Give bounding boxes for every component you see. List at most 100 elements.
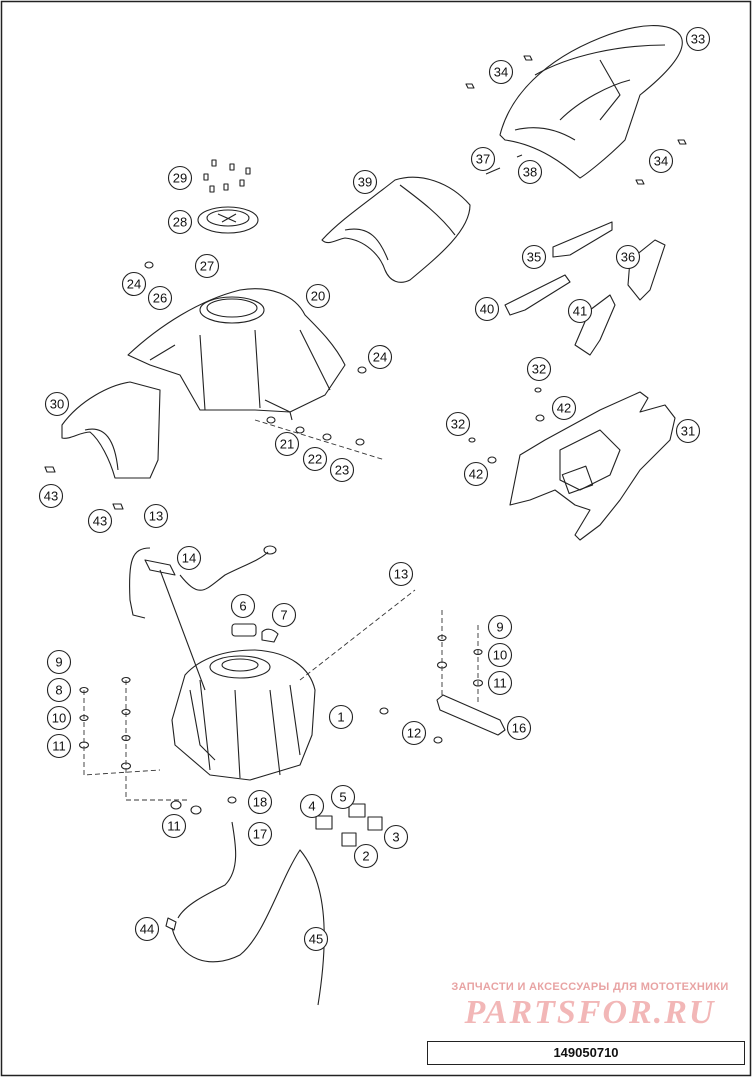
callout-circle <box>230 593 256 619</box>
hose-17-drawing <box>177 821 237 919</box>
callout-circle <box>44 391 70 417</box>
callout-34: 34 <box>488 59 514 85</box>
callout-13: 13 <box>143 503 169 529</box>
callout-circle <box>147 285 173 311</box>
callout-10: 10 <box>46 705 72 731</box>
callout-number: 2 <box>362 849 369 864</box>
callout-circle <box>388 561 414 587</box>
callout-circle <box>305 283 331 309</box>
callout-30: 30 <box>44 391 70 417</box>
callout-43: 43 <box>38 483 64 509</box>
callout-circle <box>330 784 356 810</box>
callout-circle <box>487 614 513 640</box>
callout-number: 3 <box>392 830 399 845</box>
callout-number: 43 <box>44 489 58 504</box>
callout-41: 41 <box>567 298 593 324</box>
callout-number: 37 <box>476 152 490 167</box>
callout-36: 36 <box>615 244 641 270</box>
callout-circle <box>46 705 72 731</box>
callout-circle <box>488 59 514 85</box>
callout-number: 9 <box>55 655 62 670</box>
callout-number: 24 <box>373 350 387 365</box>
rear-seat-drawing <box>499 25 683 179</box>
bracket-16-drawing <box>436 694 506 736</box>
fitting-44-drawing <box>165 917 177 931</box>
trim-40-drawing <box>504 274 571 316</box>
callout-number: 30 <box>50 397 64 412</box>
callout-circle <box>551 395 577 421</box>
callout-3: 3 <box>383 824 409 850</box>
callout-circle <box>470 146 496 172</box>
callout-circle <box>506 715 532 741</box>
callout-number: 39 <box>358 175 372 190</box>
callout-circle <box>303 926 329 952</box>
callout-9: 9 <box>46 649 72 675</box>
callout-number: 41 <box>573 304 587 319</box>
callout-circle <box>271 602 297 628</box>
callout-43: 43 <box>87 508 113 534</box>
callout-10: 10 <box>487 642 513 668</box>
callout-number: 32 <box>532 362 546 377</box>
callout-circle <box>463 461 489 487</box>
callout-23: 23 <box>329 457 355 483</box>
callout-circle <box>567 298 593 324</box>
callout-4: 4 <box>299 793 325 819</box>
fasteners-drawing <box>44 55 687 815</box>
callout-circle <box>167 209 193 235</box>
callout-circle <box>526 356 552 382</box>
callout-number: 44 <box>140 922 154 937</box>
callout-5: 5 <box>330 784 356 810</box>
screws-drawing <box>203 159 251 193</box>
callout-number: 42 <box>557 401 571 416</box>
callout-34: 34 <box>648 148 674 174</box>
callout-40: 40 <box>474 296 500 322</box>
hose-45-drawing <box>171 849 325 1006</box>
callout-number: 28 <box>173 215 187 230</box>
side-cover-drawing <box>61 381 161 479</box>
callout-number: 11 <box>167 819 181 834</box>
callout-1: 1 <box>328 704 354 730</box>
callout-28: 28 <box>167 209 193 235</box>
callout-number: 7 <box>280 608 287 623</box>
callout-circle <box>274 431 300 457</box>
callout-18: 18 <box>247 789 273 815</box>
callout-26: 26 <box>147 285 173 311</box>
callout-circle <box>675 418 701 444</box>
callout-circle <box>383 824 409 850</box>
callout-number: 42 <box>469 467 483 482</box>
callout-circle <box>247 821 273 847</box>
callout-8: 8 <box>46 677 72 703</box>
callout-32: 32 <box>445 411 471 437</box>
seat-drawing <box>321 176 471 283</box>
callout-42: 42 <box>463 461 489 487</box>
fuel-cap-drawing <box>197 206 259 234</box>
damper-2-drawing <box>341 832 357 847</box>
callout-circle <box>474 296 500 322</box>
callout-number: 36 <box>621 250 635 265</box>
callout-24: 24 <box>367 344 393 370</box>
callout-number: 24 <box>127 277 141 292</box>
callout-circle <box>176 545 202 571</box>
callout-6: 6 <box>230 593 256 619</box>
callout-number: 32 <box>451 417 465 432</box>
trim-35-drawing <box>552 221 613 258</box>
callout-labels: 1234567899101011111112131314161718202122… <box>38 26 711 952</box>
callout-24: 24 <box>121 271 147 297</box>
callout-number: 8 <box>55 683 62 698</box>
callout-number: 6 <box>239 599 246 614</box>
callout-number: 33 <box>691 32 705 47</box>
callout-number: 18 <box>253 795 267 810</box>
callout-number: 45 <box>309 932 323 947</box>
callout-number: 35 <box>527 250 541 265</box>
callout-circle <box>46 733 72 759</box>
callout-circle <box>38 483 64 509</box>
callout-number: 34 <box>654 154 668 169</box>
callout-number: 20 <box>311 289 325 304</box>
callout-number: 13 <box>149 509 163 524</box>
tank-cover-drawing <box>127 288 346 421</box>
callout-circle <box>161 813 187 839</box>
callout-circle <box>299 793 325 819</box>
callout-circle <box>194 253 220 279</box>
callout-22: 22 <box>302 446 328 472</box>
